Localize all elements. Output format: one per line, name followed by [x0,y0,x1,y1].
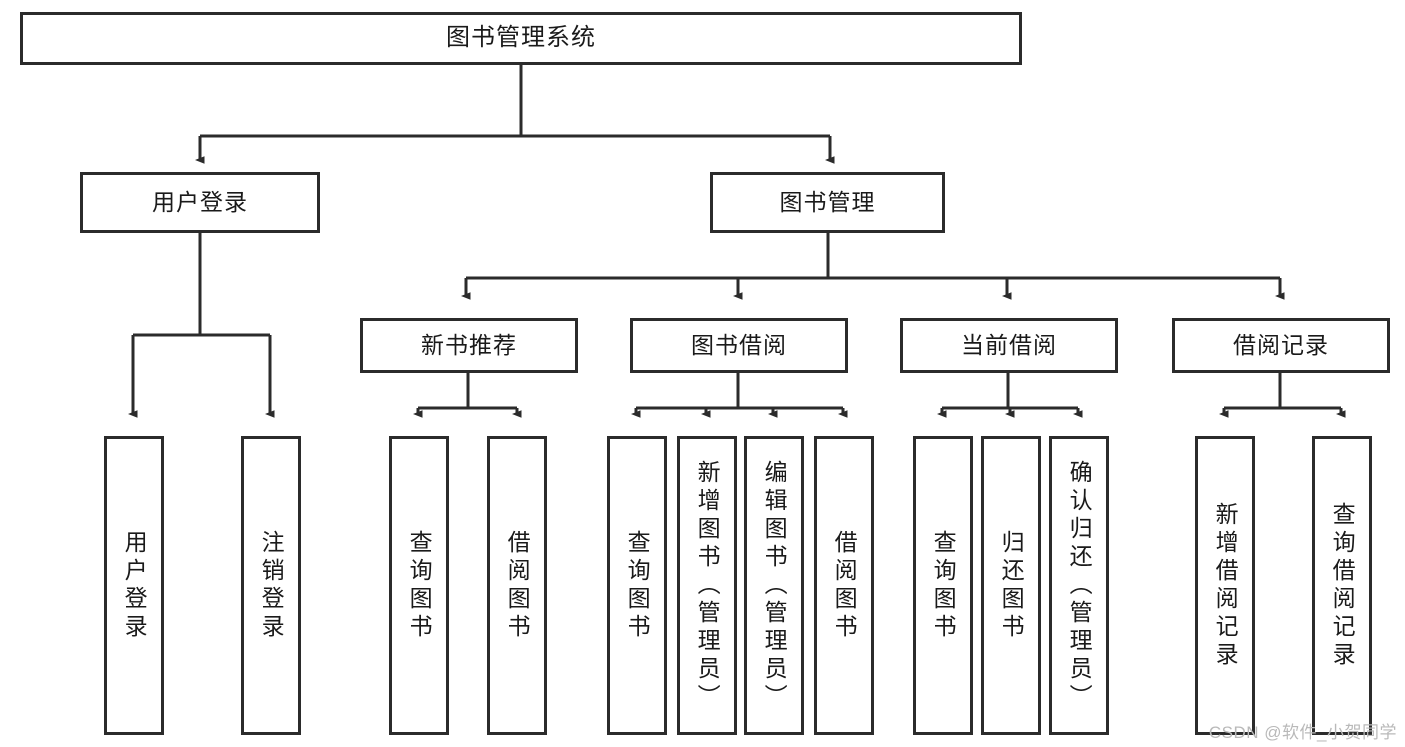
node-label: 当前借阅 [961,331,1057,358]
node-label: 新增图书（管理员） [694,459,721,712]
leaf-query-borrow-record[interactable]: 查询借阅记录 [1312,436,1372,735]
node-book-management[interactable]: 图书管理 [710,172,945,233]
node-label: 借阅图书 [831,529,858,642]
node-user-login[interactable]: 用户登录 [80,172,320,233]
node-label: 新书推荐 [421,331,517,358]
node-label: 查询借阅记录 [1329,501,1356,670]
leaf-confirm-return-admin[interactable]: 确认归还（管理员） [1049,436,1109,735]
node-new-book-recommend[interactable]: 新书推荐 [360,318,578,373]
leaf-add-borrow-record[interactable]: 新增借阅记录 [1195,436,1255,735]
leaf-borrow-book[interactable]: 借阅图书 [814,436,874,735]
node-label: 借阅图书 [504,529,531,642]
leaf-edit-book-admin[interactable]: 编辑图书（管理员） [744,436,804,735]
node-label: 确认归还（管理员） [1066,459,1093,712]
node-current-borrow[interactable]: 当前借阅 [900,318,1118,373]
node-label: 归还图书 [998,529,1025,642]
node-borrow-record[interactable]: 借阅记录 [1172,318,1390,373]
node-book-borrow[interactable]: 图书借阅 [630,318,848,373]
node-label: 图书借阅 [691,331,787,358]
leaf-user-login[interactable]: 用户登录 [104,436,164,735]
node-label: 查询图书 [930,529,957,642]
node-label: 查询图书 [624,529,651,642]
node-root-book-management-system[interactable]: 图书管理系统 [20,12,1022,65]
leaf-return-book[interactable]: 归还图书 [981,436,1041,735]
leaf-query-book-borrow[interactable]: 查询图书 [607,436,667,735]
leaf-logout-login[interactable]: 注销登录 [241,436,301,735]
node-label: 编辑图书（管理员） [761,459,788,712]
node-label: 借阅记录 [1233,331,1329,358]
node-label: 用户登录 [152,188,248,215]
node-label: 注销登录 [258,529,285,642]
leaf-query-book-current[interactable]: 查询图书 [913,436,973,735]
node-label: 用户登录 [121,529,148,642]
node-label: 图书管理系统 [446,24,596,52]
leaf-borrow-book-recommend[interactable]: 借阅图书 [487,436,547,735]
node-label: 新增借阅记录 [1212,501,1239,670]
node-label: 图书管理 [779,188,876,215]
csdn-watermark: CSDN @软件_小贺同学 [1208,723,1397,742]
leaf-add-book-admin[interactable]: 新增图书（管理员） [677,436,737,735]
leaf-query-book-recommend[interactable]: 查询图书 [389,436,449,735]
node-label: 查询图书 [406,529,433,642]
